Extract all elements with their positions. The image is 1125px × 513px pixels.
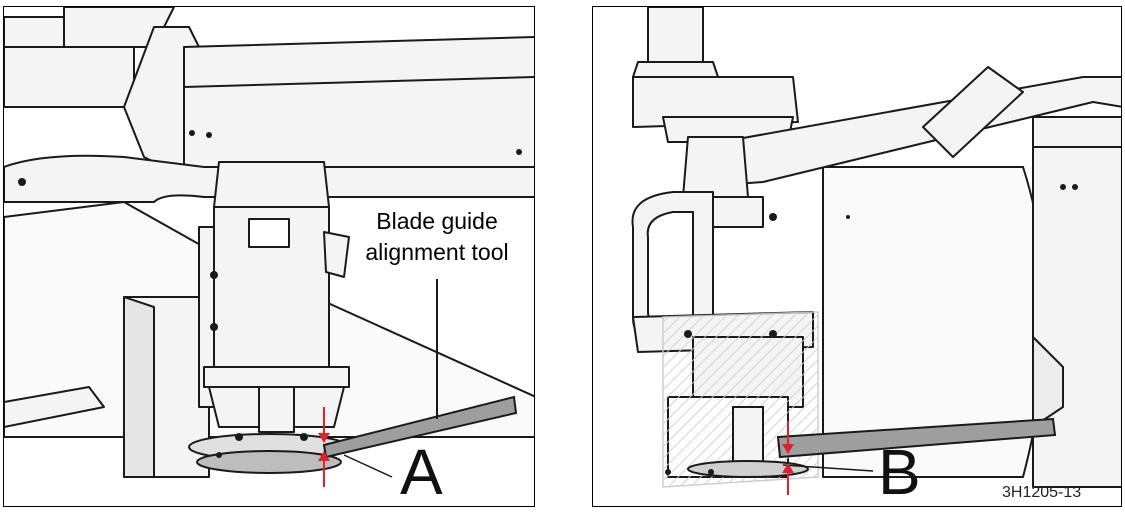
figure-panel-left <box>3 6 535 507</box>
machine-drawing-left <box>4 7 534 487</box>
callout-b: B <box>878 436 921 508</box>
measure-arrows-right <box>782 421 794 495</box>
callout-a: A <box>400 436 443 508</box>
callout-b-leader <box>782 464 874 472</box>
figure-id: 3H1205-13 <box>1002 484 1082 501</box>
tool-label: Blade guide alignment tool <box>352 206 522 268</box>
tool-label-line1: Blade guide <box>376 208 498 234</box>
measure-arrows-left <box>318 407 330 487</box>
machine-drawing-right <box>631 7 1121 495</box>
blade-guide-alignment-tool-left <box>322 395 518 459</box>
callout-a-leader <box>343 454 393 478</box>
blade-guide-alignment-tool-right <box>776 417 1057 459</box>
figure-panel-right <box>592 6 1122 507</box>
tool-label-line2: alignment tool <box>365 239 509 265</box>
